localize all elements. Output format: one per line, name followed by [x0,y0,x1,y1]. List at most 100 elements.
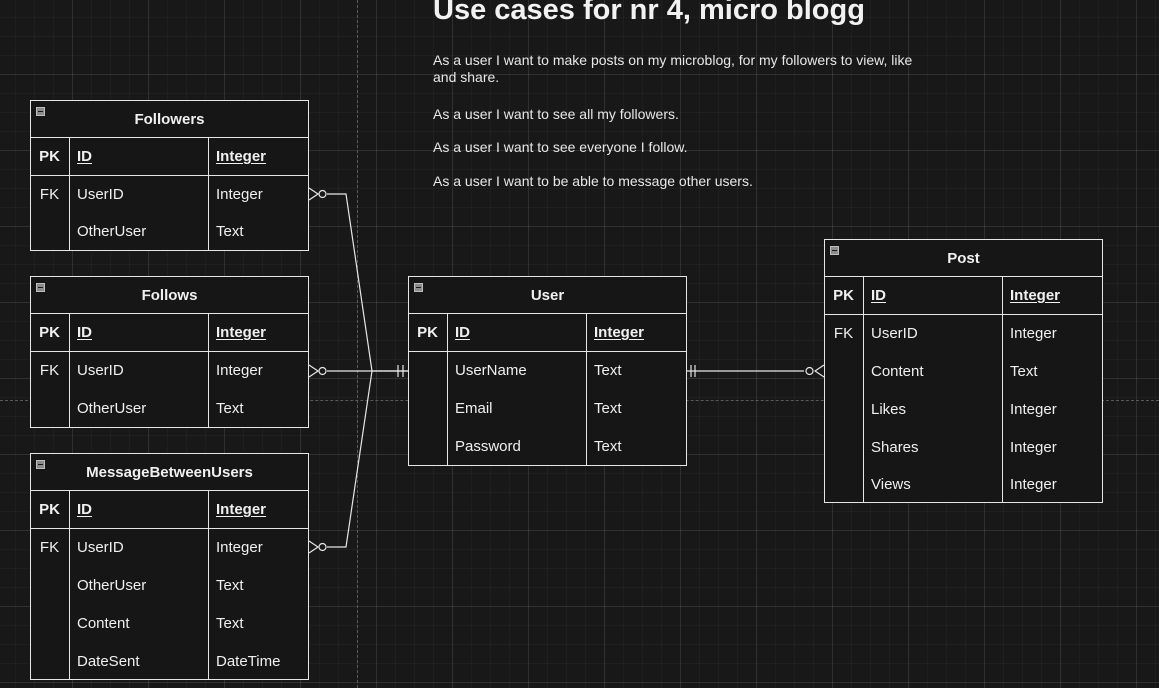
type-cell: Integer [216,186,263,203]
table-row[interactable]: OtherUser Text [31,213,308,251]
type-cell: Text [1010,363,1038,380]
key-cell: PK [39,148,60,165]
table-follows[interactable]: Follows PK ID Integer FK UserID Integer … [30,276,309,428]
field-cell: Shares [871,439,919,456]
table-row[interactable]: PK ID Integer [825,277,1102,315]
field-cell: Content [77,615,130,632]
type-cell: Integer [1010,287,1061,304]
table-header[interactable]: Follows [31,277,308,314]
type-cell: Text [216,577,244,594]
collapse-icon[interactable] [36,460,45,469]
collapse-icon[interactable] [36,283,45,292]
column-divider [208,138,209,250]
crowfoot-followers [308,187,327,201]
table-row[interactable]: PK ID Integer [31,138,308,176]
diagram-title[interactable]: Use cases for nr 4, micro blogg [433,0,865,26]
type-cell: Integer [216,501,267,518]
type-cell: Integer [1010,325,1057,342]
table-row[interactable]: Content Text [825,353,1102,391]
table-followers[interactable]: Followers PK ID Integer FK UserID Intege… [30,100,309,251]
table-row[interactable]: Views Integer [825,466,1102,504]
type-cell: Text [216,615,244,632]
table-row[interactable]: OtherUser Text [31,390,308,428]
table-name: Post [947,249,980,267]
field-cell: OtherUser [77,223,147,240]
table-user[interactable]: User PK ID Integer UserName Text Email T… [408,276,687,466]
table-row[interactable]: DateSent DateTime [31,643,308,681]
table-name: Follows [141,286,198,304]
key-cell: PK [39,501,60,518]
field-cell: UserName [455,362,527,379]
table-row[interactable]: UserName Text [409,352,686,390]
table-row[interactable]: Likes Integer [825,391,1102,429]
table-row[interactable]: OtherUser Text [31,567,308,605]
table-row[interactable]: Email Text [409,390,686,428]
collapse-icon[interactable] [36,107,45,116]
key-cell: FK [39,539,60,556]
one-marker-user-right [690,365,696,377]
field-cell: UserID [77,362,124,379]
table-post[interactable]: Post PK ID Integer FK UserID Integer Con… [824,239,1103,503]
key-cell: FK [39,362,60,379]
table-header[interactable]: MessageBetweenUsers [31,454,308,491]
field-cell: Views [871,476,911,493]
connector-followers-user[interactable] [327,193,408,372]
table-row[interactable]: FK UserID Integer [31,352,308,390]
table-row[interactable]: FK UserID Integer [825,315,1102,353]
field-cell: DateSent [77,653,140,670]
table-row[interactable]: FK UserID Integer [31,529,308,567]
type-cell: Integer [216,148,267,165]
type-cell: Integer [594,324,645,341]
table-header[interactable]: User [409,277,686,314]
column-divider [208,491,209,679]
field-cell: Password [455,438,521,455]
key-cell: FK [833,325,854,342]
connector-messages-user[interactable] [327,370,373,548]
field-cell: Likes [871,401,907,418]
type-cell: Integer [1010,401,1057,418]
use-case-2: As a user I want to see all my followers… [433,106,679,122]
table-row[interactable]: Shares Integer [825,429,1102,467]
table-name: MessageBetweenUsers [86,463,253,481]
table-message-between-users[interactable]: MessageBetweenUsers PK ID Integer FK Use… [30,453,309,680]
column-divider [863,277,864,502]
table-row[interactable]: PK ID Integer [31,314,308,352]
field-cell: OtherUser [77,400,147,417]
table-row[interactable]: PK ID Integer [409,314,686,352]
table-name: User [530,286,565,304]
column-divider [69,138,70,250]
collapse-icon[interactable] [414,283,423,292]
type-cell: Integer [216,362,263,379]
column-divider [69,314,70,427]
field-cell: Content [871,363,924,380]
type-cell: Integer [1010,439,1057,456]
use-case-4: As a user I want to be able to message o… [433,173,753,189]
column-divider [586,314,587,465]
key-cell: FK [39,186,60,203]
column-divider [208,314,209,427]
type-cell: Text [594,438,622,455]
table-header[interactable]: Followers [31,101,308,138]
table-row[interactable]: Content Text [31,605,308,643]
table-row[interactable]: FK UserID Integer [31,176,308,214]
crowfoot-follows [308,364,327,378]
table-row[interactable]: Password Text [409,428,686,466]
table-header[interactable]: Post [825,240,1102,277]
field-cell: UserID [871,325,918,342]
column-divider [69,491,70,679]
type-cell: Text [594,400,622,417]
type-cell: Text [216,223,244,240]
type-cell: DateTime [216,653,281,670]
field-cell: ID [77,324,92,341]
field-cell: ID [77,148,92,165]
key-cell: PK [417,324,438,341]
type-cell: Integer [216,539,263,556]
type-cell: Integer [216,324,267,341]
field-cell: Email [455,400,493,417]
table-row[interactable]: PK ID Integer [31,491,308,529]
crowfoot-post [805,364,825,378]
collapse-icon[interactable] [830,246,839,255]
field-cell: ID [455,324,470,341]
field-cell: ID [77,501,92,518]
